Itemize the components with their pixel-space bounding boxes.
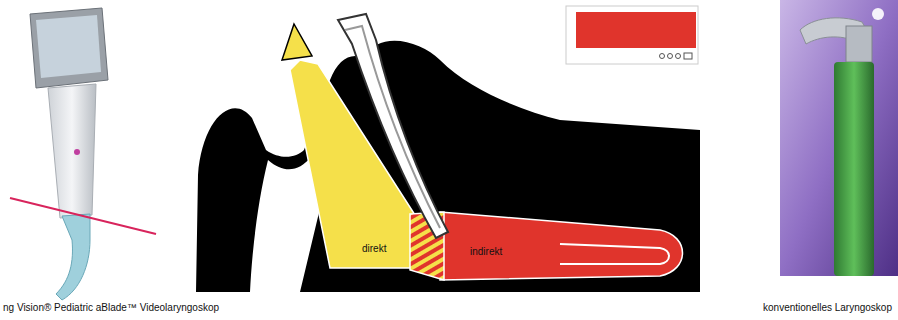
region-label: indirekt: [470, 246, 502, 258]
device-caption: ng Vision® Pediatric aBlade™ Videolaryng…: [3, 302, 219, 314]
airway-scheme: [196, 6, 700, 292]
device-caption: konventionelles Laryngoskop: [763, 302, 892, 314]
video-laryngoscope-photo: [10, 8, 156, 300]
region-label: direkt: [362, 243, 386, 255]
conventional-laryngoscope-photo: [780, 0, 898, 276]
